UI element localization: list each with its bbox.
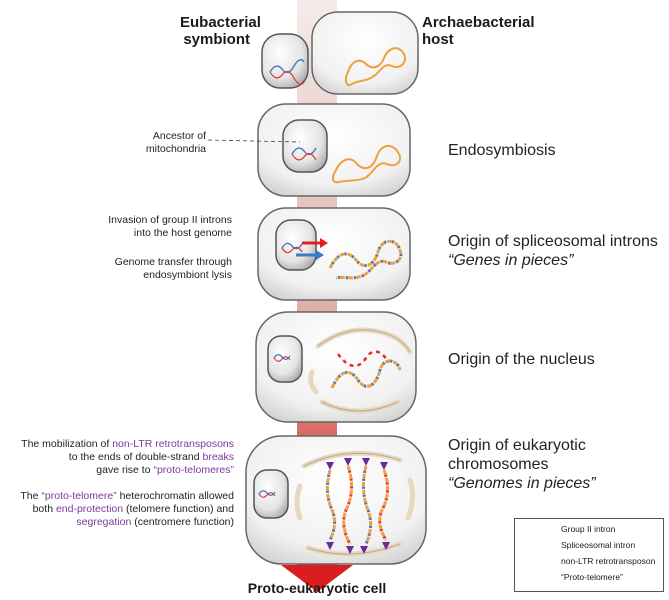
host-header: Archaebacterial host bbox=[422, 14, 535, 48]
stage-title: Endosymbiosis bbox=[448, 142, 556, 159]
note-line: to the ends of double-strand breaks bbox=[0, 451, 234, 464]
stage-title: Origin of eukaryotic chromosomes bbox=[448, 437, 586, 473]
cell-nucleus bbox=[255, 311, 417, 423]
legend-item-spliceosomal-intron: Spliceosomal intron bbox=[521, 539, 635, 551]
symbiont-header-line2: symbiont bbox=[183, 31, 250, 48]
text-span: The bbox=[20, 490, 42, 502]
text-span: heterochromatin allowed bbox=[116, 490, 234, 502]
note-line: both end-protection (telomere function) … bbox=[0, 503, 234, 516]
note-line: The “proto-telomere” heterochromatin all… bbox=[0, 490, 234, 503]
note-line: endosymbiont lysis bbox=[143, 269, 232, 281]
text-span: The mobilization of bbox=[21, 438, 113, 450]
term-proto-telomeres: “proto-telomeres” bbox=[153, 464, 234, 476]
top-symbiont-cell bbox=[261, 33, 309, 89]
text-span: (telomere function) and bbox=[123, 503, 234, 515]
legend-label: “Proto-telomere” bbox=[561, 572, 623, 582]
stage-chromosomes: Origin of eukaryotic chromosomes “Genome… bbox=[448, 436, 669, 493]
cell-spliceosomal-introns bbox=[257, 207, 411, 301]
note-protelomere: The “proto-telomere” heterochromatin all… bbox=[0, 490, 234, 529]
stage-spliceosomal-introns: Origin of spliceosomal introns “Genes in… bbox=[448, 232, 658, 270]
host-header-line1: Archaebacterial bbox=[422, 14, 535, 31]
text-span: (centromere function) bbox=[131, 516, 234, 528]
note-line: Invasion of group II introns bbox=[108, 214, 232, 226]
note-line: into the host genome bbox=[133, 227, 232, 239]
chromosome-strands bbox=[325, 465, 389, 545]
term-retrotransposons: non-LTR retrotransposons bbox=[112, 438, 234, 450]
text-span: gave rise to bbox=[96, 464, 154, 476]
symbiont-header-line1: Eubacterial bbox=[180, 14, 261, 31]
legend-label: non-LTR retrotransposon bbox=[561, 556, 656, 566]
stage-subtitle: “Genomes in pieces” bbox=[448, 475, 596, 492]
legend-item-retrotransposon: non-LTR retrotransposon bbox=[521, 555, 655, 567]
cell-chromosomes bbox=[245, 435, 427, 565]
note-line: Ancestor of bbox=[152, 130, 206, 142]
term-segregation: segregation bbox=[76, 516, 132, 528]
footer-label: Proto-eukaryotic cell bbox=[247, 580, 387, 596]
note-line: gave rise to “proto-telomeres” bbox=[0, 464, 234, 477]
legend: Group II intron Spliceosomal intron non-… bbox=[514, 518, 664, 592]
note-transfer: Genome transfer through endosymbiont lys… bbox=[40, 256, 232, 282]
note-line: Genome transfer through bbox=[114, 256, 232, 268]
text-span: to the ends of double-strand bbox=[68, 451, 203, 463]
legend-item-group-ii-intron: Group II intron bbox=[521, 523, 615, 535]
stage-title: Origin of the nucleus bbox=[448, 351, 595, 368]
note-ancestor: Ancestor of mitochondria bbox=[100, 130, 206, 156]
stage-title: Origin of spliceosomal introns bbox=[448, 233, 658, 250]
cell-endosymbiosis bbox=[257, 103, 411, 197]
text-span: both bbox=[32, 503, 56, 515]
note-line: The mobilization of non-LTR retrotranspo… bbox=[0, 438, 234, 451]
legend-item-proto-telomere: “Proto-telomere” bbox=[521, 571, 623, 583]
stage-endosymbiosis: Endosymbiosis bbox=[448, 141, 556, 160]
stage-subtitle: “Genes in pieces” bbox=[448, 252, 574, 269]
stage-nucleus: Origin of the nucleus bbox=[448, 350, 595, 369]
term-breaks: breaks bbox=[202, 451, 234, 463]
legend-label: Spliceosomal intron bbox=[561, 540, 636, 550]
note-invasion: Invasion of group II introns into the ho… bbox=[40, 214, 232, 240]
ancestor-pointer bbox=[207, 139, 301, 143]
symbiont-header: Eubacterial symbiont bbox=[180, 14, 261, 48]
top-host-cell bbox=[311, 11, 419, 95]
note-line: segregation (centromere function) bbox=[0, 516, 234, 529]
proto-telomere-marks bbox=[326, 458, 390, 554]
legend-label: Group II intron bbox=[561, 524, 616, 534]
note-line: mitochondria bbox=[145, 143, 206, 155]
host-header-line2: host bbox=[422, 31, 454, 48]
term-end-protection: end-protection bbox=[55, 503, 124, 515]
note-mobilization: The mobilization of non-LTR retrotranspo… bbox=[0, 438, 234, 477]
term-proto-telomere: “proto-telomere” bbox=[41, 490, 117, 502]
